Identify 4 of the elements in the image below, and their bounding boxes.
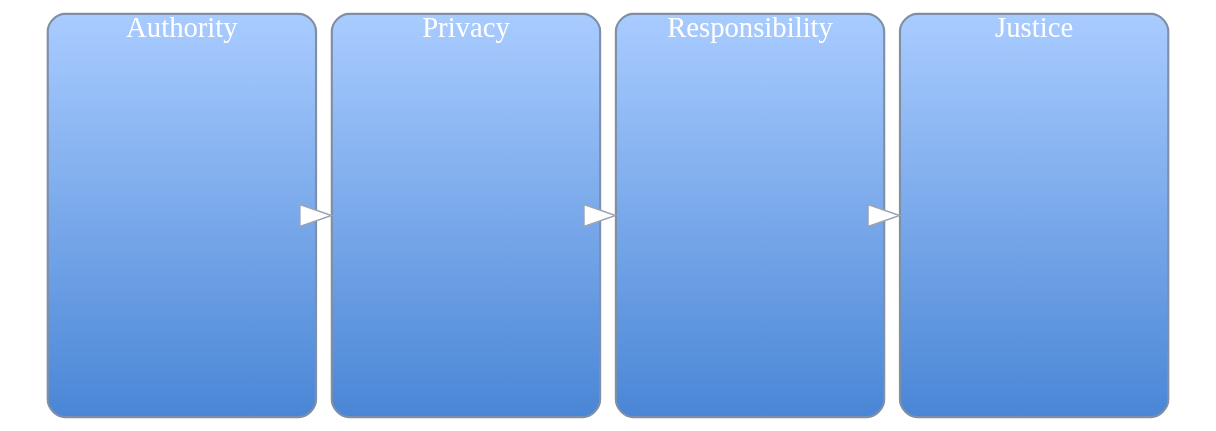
node-box: Justice xyxy=(898,12,1170,419)
arrow xyxy=(299,203,334,228)
arrow xyxy=(867,203,902,228)
arrow xyxy=(583,203,618,228)
